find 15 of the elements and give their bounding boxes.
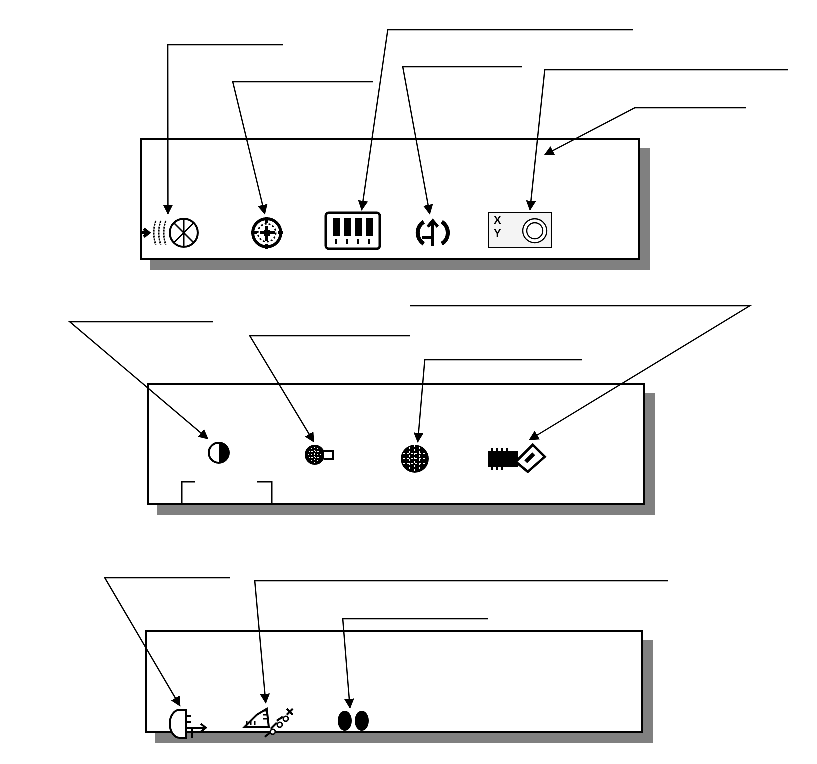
- leader-line: [414, 359, 582, 443]
- leader-line: [248, 335, 410, 443]
- leader-line: [68, 321, 213, 440]
- leader-line: [526, 69, 788, 211]
- xy-selector: [488, 212, 552, 248]
- leader-line: [104, 577, 230, 707]
- leader-line: [342, 618, 488, 709]
- leader-line: [402, 66, 522, 215]
- leader-line: [254, 580, 668, 704]
- leader-line: [410, 305, 752, 441]
- leader-line: [358, 29, 633, 211]
- leader-line: [544, 107, 746, 156]
- leader-line: [163, 44, 283, 215]
- axis-letters: X Y: [494, 215, 500, 241]
- leader-line: [232, 81, 373, 215]
